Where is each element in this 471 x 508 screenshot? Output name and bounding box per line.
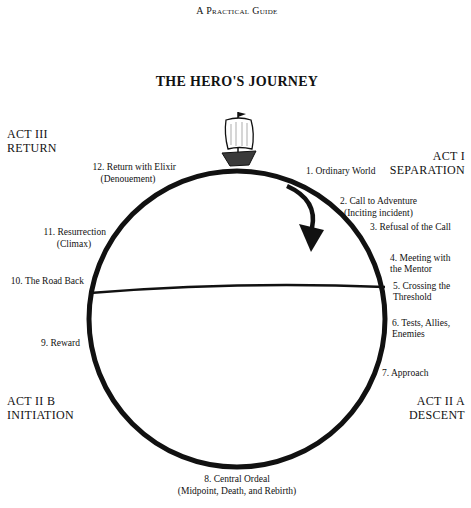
stage-label: 10. The Road Back xyxy=(11,276,84,287)
stage-label: 7. Approach xyxy=(382,368,428,379)
act-name: SEPARATION xyxy=(390,163,465,177)
stage-label: 2. Call to Adventure xyxy=(340,196,417,207)
stage-label: 12. Return with Elixir xyxy=(93,162,176,173)
stage-label: 5. Crossing the Threshold xyxy=(393,281,455,304)
stage-label: 9. Reward xyxy=(41,338,80,349)
act-number: ACT I xyxy=(433,149,465,163)
act-name: RETURN xyxy=(7,141,57,155)
divider-line xyxy=(90,285,385,293)
diagram-title: THE HERO'S JOURNEY xyxy=(156,74,319,91)
ship-icon xyxy=(222,112,256,166)
act-name: DESCENT xyxy=(409,408,465,422)
stage-label: 1. Ordinary World xyxy=(306,166,376,177)
stage-note: (Midpoint, Death, and Rebirth) xyxy=(178,486,296,497)
act-number: ACT II B xyxy=(7,394,55,408)
running-header: A Practical Guide xyxy=(196,5,277,17)
stage-label: 3. Refusal of the Call xyxy=(370,222,451,233)
stage-label: 8. Central Ordeal xyxy=(204,474,270,485)
journey-circle xyxy=(89,171,385,467)
stage-note: (Inciting incident) xyxy=(344,208,413,219)
direction-arrow xyxy=(287,186,324,252)
act-name: INITIATION xyxy=(7,408,74,422)
stage-label: 6. Tests, Allies, Enemies xyxy=(392,318,466,341)
stage-note: (Climax) xyxy=(57,239,91,250)
stage-label: 4. Meeting with the Mentor xyxy=(390,253,464,276)
stage-label: 11. Resurrection xyxy=(44,227,106,238)
act-number: ACT III xyxy=(7,127,48,141)
stage-note: (Denouement) xyxy=(101,174,156,185)
act-number: ACT II A xyxy=(417,394,465,408)
